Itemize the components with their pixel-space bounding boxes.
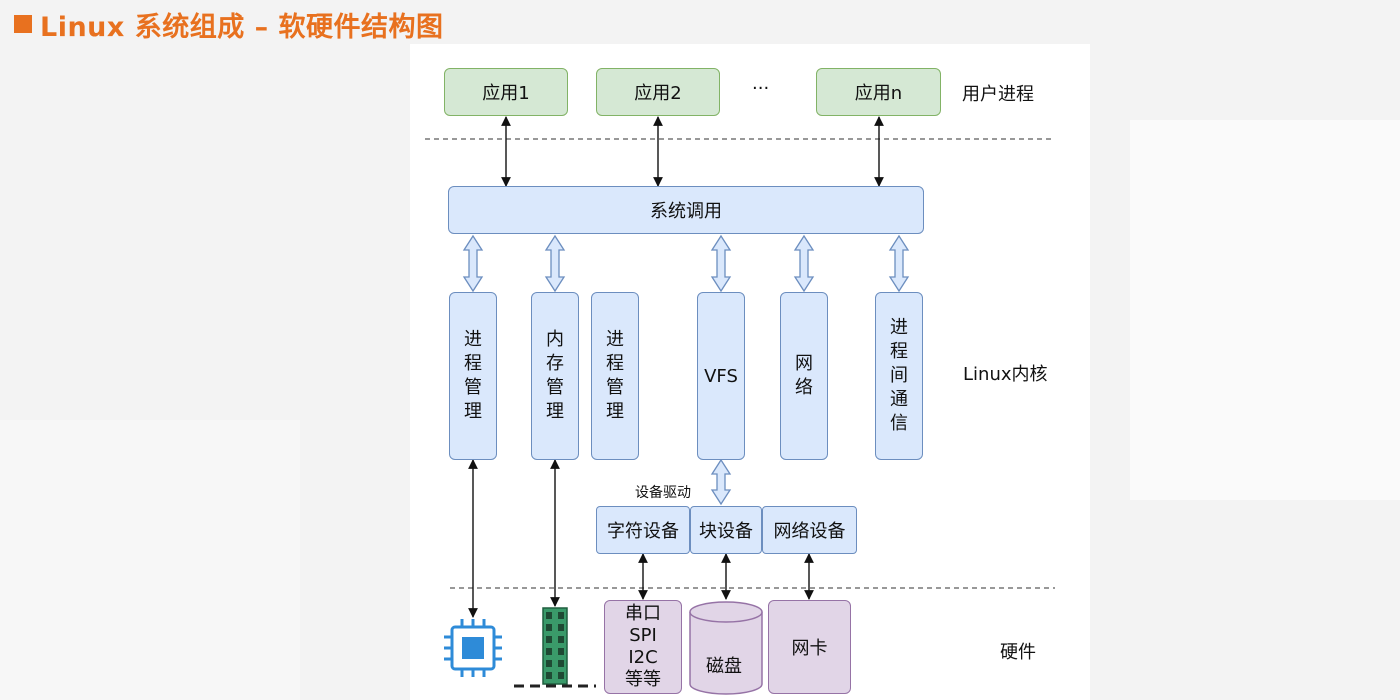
- char-device-box: 字符设备: [596, 506, 690, 554]
- syscall-network-arrow: [793, 234, 815, 293]
- app-2-label: 应用2: [634, 83, 682, 104]
- slide-title: Linux 系统组成 – 软硬件结构图: [14, 4, 444, 44]
- network-label: 网 络: [795, 353, 813, 398]
- network-box: 网 络: [780, 292, 828, 460]
- block-device-box: 块设备: [690, 506, 762, 554]
- memory-management-box: 内 存 管 理: [531, 292, 579, 460]
- memory-management-label: 内 存 管 理: [546, 329, 564, 422]
- vfs-label: VFS: [704, 365, 738, 387]
- background-shape: [0, 420, 300, 700]
- net-device-label: 网络设备: [773, 521, 846, 542]
- process-management-label: 进 程 管 理: [464, 329, 482, 422]
- vfs-driver-arrow: [710, 458, 732, 506]
- syscall-process-arrow: [462, 234, 484, 293]
- nic-box: 网卡: [768, 600, 851, 694]
- nic-label: 网卡: [791, 638, 828, 659]
- vfs-box: VFS: [697, 292, 745, 460]
- app-n-box: 应用n: [816, 68, 941, 116]
- ipc-box: 进 程 间 通 信: [875, 292, 923, 460]
- disk-cylinder: [689, 601, 763, 695]
- cpu-chip-icon: [444, 619, 502, 677]
- title-bullet-icon: [14, 15, 32, 33]
- app-n-label: 应用n: [854, 83, 903, 104]
- net-device-box: 网络设备: [762, 506, 857, 554]
- syscall-memory-arrow: [544, 234, 566, 293]
- app-1-label: 应用1: [482, 83, 530, 104]
- device-driver-label: 设备驱动: [635, 485, 691, 501]
- process-management-2-label: 进 程 管 理: [606, 329, 624, 422]
- serial-hardware-label: 串口 SPI I2C 等等: [625, 603, 661, 690]
- syscall-box: 系统调用: [448, 186, 924, 234]
- syscall-ipc-arrow: [888, 234, 910, 293]
- hardware-label: 硬件: [1000, 642, 1036, 663]
- diagram-panel: [410, 44, 1090, 700]
- process-management-box: 进 程 管 理: [449, 292, 497, 460]
- block-device-label: 块设备: [699, 521, 753, 542]
- syscall-vfs-arrow: [710, 234, 732, 293]
- serial-hardware-box: 串口 SPI I2C 等等: [604, 600, 682, 694]
- disk-label: 磁盘: [706, 656, 742, 677]
- memory-module-icon: [514, 607, 596, 688]
- linux-kernel-label: Linux内核: [963, 364, 1048, 385]
- char-device-label: 字符设备: [607, 521, 679, 542]
- apps-ellipsis: ···: [752, 78, 770, 99]
- syscall-label: 系统调用: [650, 201, 722, 222]
- ipc-label: 进 程 间 通 信: [890, 317, 908, 434]
- process-management-2-box: 进 程 管 理: [591, 292, 639, 460]
- app-2-box: 应用2: [596, 68, 720, 116]
- user-process-label: 用户进程: [962, 84, 1034, 105]
- slide-title-text: Linux 系统组成 – 软硬件结构图: [40, 11, 444, 43]
- background-shape: [1130, 120, 1400, 500]
- app-1-box: 应用1: [444, 68, 568, 116]
